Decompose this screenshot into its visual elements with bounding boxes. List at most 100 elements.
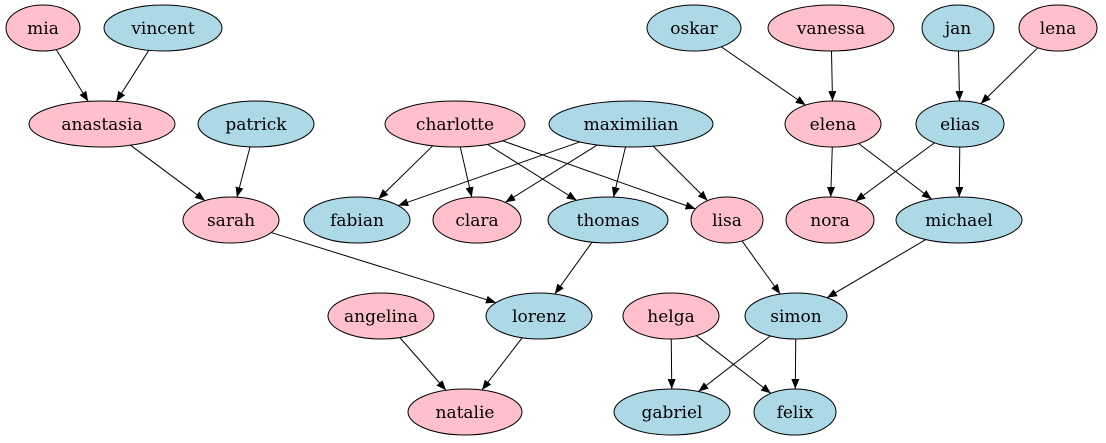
edge-maximilian-to-thomas: [611, 146, 626, 198]
node-clara: clara: [432, 196, 522, 244]
edge-vincent-to-anastasia: [115, 50, 150, 102]
node-lisa: lisa: [690, 196, 764, 244]
node-shape-elena: [784, 100, 882, 148]
edge-patrick-to-sarah: [235, 146, 251, 198]
node-shape-mia: [5, 4, 81, 52]
node-shape-nora: [785, 196, 875, 244]
node-shape-natalie: [407, 388, 523, 436]
edge-thomas-to-lorenz: [554, 241, 593, 295]
node-shape-michael: [895, 196, 1023, 244]
node-vanessa: vanessa: [767, 4, 895, 52]
node-shape-elias: [915, 100, 1005, 148]
node-label-lorenz: lorenz: [512, 307, 566, 327]
node-label-felix: felix: [777, 403, 814, 423]
node-label-gabriel: gabriel: [642, 403, 703, 423]
node-maximilian: maximilian: [548, 100, 714, 148]
edge-vanessa-to-elena: [828, 50, 837, 102]
node-simon: simon: [744, 292, 848, 340]
node-shape-lena: [1018, 4, 1098, 52]
node-lena: lena: [1018, 4, 1098, 52]
node-shape-fabian: [303, 196, 411, 244]
node-shape-simon: [744, 292, 848, 340]
edge-charlotte-to-thomas: [487, 143, 577, 201]
node-label-jan: jan: [943, 19, 971, 39]
node-oskar: oskar: [646, 4, 742, 52]
node-patrick: patrick: [197, 100, 315, 148]
node-label-thomas: thomas: [577, 211, 640, 231]
node-shape-vanessa: [767, 4, 895, 52]
node-label-lisa: lisa: [712, 211, 742, 231]
node-label-michael: michael: [925, 211, 993, 231]
node-natalie: natalie: [407, 388, 523, 436]
node-shape-patrick: [197, 100, 315, 148]
node-label-mia: mia: [27, 19, 59, 39]
node-anastasia: anastasia: [28, 100, 176, 148]
node-shape-angelina: [327, 292, 435, 340]
node-label-angelina: angelina: [344, 307, 418, 327]
node-label-charlotte: charlotte: [416, 115, 494, 135]
node-label-maximilian: maximilian: [584, 115, 679, 135]
edge-simon-to-felix: [791, 338, 800, 390]
node-label-elena: elena: [810, 115, 857, 135]
node-label-vincent: vincent: [130, 19, 195, 39]
node-label-elias: elias: [940, 115, 980, 135]
node-shape-gabriel: [613, 388, 731, 436]
edge-elias-to-michael: [955, 146, 964, 198]
node-angelina: angelina: [327, 292, 435, 340]
node-lorenz: lorenz: [485, 292, 593, 340]
node-felix: felix: [753, 388, 837, 436]
node-shape-maximilian: [548, 100, 714, 148]
node-label-natalie: natalie: [436, 403, 495, 423]
node-label-patrick: patrick: [225, 115, 287, 135]
node-shape-thomas: [547, 196, 669, 244]
edge-mia-to-anastasia: [55, 49, 89, 102]
node-shape-clara: [432, 196, 522, 244]
edges-layer: [55, 46, 1039, 394]
node-vincent: vincent: [103, 4, 223, 52]
edge-sarah-to-lorenz: [271, 232, 497, 304]
nodes-layer: mia vincent anastasia patrick sarah charlotte…: [5, 4, 1098, 436]
node-shape-charlotte: [384, 100, 526, 148]
edge-oskar-to-elena: [720, 46, 806, 106]
node-label-lena: lena: [1040, 19, 1077, 39]
edge-charlotte-to-clara: [459, 146, 474, 198]
node-charlotte: charlotte: [384, 100, 526, 148]
edge-lisa-to-simon: [741, 240, 781, 295]
node-helga: helga: [622, 292, 720, 340]
node-label-sarah: sarah: [207, 211, 255, 231]
node-label-helga: helga: [647, 307, 694, 327]
edge-michael-to-simon: [826, 239, 927, 299]
edge-elias-to-nora: [855, 142, 935, 202]
node-shape-lorenz: [485, 292, 593, 340]
edge-maximilian-to-fabian: [398, 141, 580, 207]
node-shape-helga: [622, 292, 720, 340]
edge-angelina-to-natalie: [399, 337, 447, 391]
edge-maximilian-to-clara: [505, 144, 598, 203]
edge-charlotte-to-fabian: [378, 145, 434, 200]
edge-anastasia-to-sarah: [130, 144, 206, 202]
node-shape-felix: [753, 388, 837, 436]
node-label-anastasia: anastasia: [61, 115, 142, 135]
node-label-fabian: fabian: [330, 211, 384, 231]
node-michael: michael: [895, 196, 1023, 244]
node-thomas: thomas: [547, 196, 669, 244]
edge-lena-to-elias: [980, 47, 1039, 105]
edge-charlotte-to-lisa: [502, 140, 696, 210]
edge-jan-to-elias: [955, 50, 964, 102]
node-label-oskar: oskar: [670, 19, 718, 39]
edge-elena-to-nora: [827, 146, 836, 198]
node-shape-anastasia: [28, 100, 176, 148]
node-shape-sarah: [182, 196, 280, 244]
node-label-vanessa: vanessa: [796, 19, 865, 39]
edge-maximilian-to-lisa: [652, 145, 708, 201]
node-label-clara: clara: [455, 211, 498, 231]
node-elena: elena: [784, 100, 882, 148]
node-label-nora: nora: [810, 211, 849, 231]
node-shape-oskar: [646, 4, 742, 52]
node-gabriel: gabriel: [613, 388, 731, 436]
node-sarah: sarah: [182, 196, 280, 244]
node-elias: elias: [915, 100, 1005, 148]
node-label-simon: simon: [770, 307, 822, 327]
node-nora: nora: [785, 196, 875, 244]
